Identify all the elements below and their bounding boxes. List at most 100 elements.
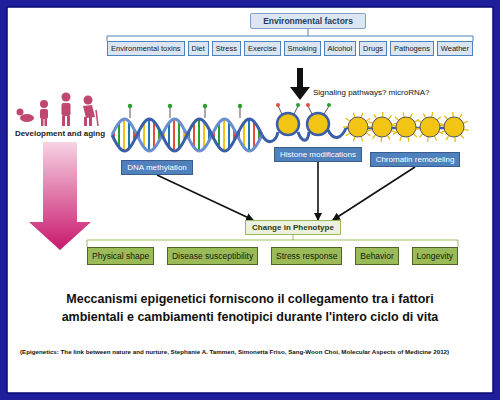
- histone-tail: [392, 123, 397, 124]
- histone-tail: [391, 125, 396, 127]
- histone-tail: [434, 136, 436, 140]
- base-pair: [148, 119, 150, 151]
- histone-tail: [353, 137, 355, 142]
- box-text: Weather: [441, 42, 469, 55]
- histone-tail: [461, 135, 464, 139]
- base-pair: [123, 119, 125, 151]
- histone-tail: [427, 137, 429, 142]
- histone-tail: [440, 131, 445, 133]
- histone-tail: [439, 124, 444, 125]
- phenotype-box: Physical shape: [87, 247, 154, 265]
- mechanism-box: Histone modifications: [274, 147, 362, 162]
- histone-tail: [463, 121, 468, 123]
- histone-tail: [381, 137, 382, 142]
- citation: (Epigenetics: The link between nature an…: [20, 348, 449, 355]
- base-pair: [193, 123, 195, 148]
- connector-arrow: [157, 175, 253, 220]
- dna-helix: [112, 104, 262, 151]
- factor-box: Smoking: [284, 41, 321, 56]
- base-pair: [178, 121, 180, 148]
- base-pair: [248, 119, 250, 151]
- phenotype-header-box: Change in Phenotype: [245, 220, 341, 235]
- box-text: Environmental factors: [263, 14, 353, 28]
- people-icons: [17, 93, 99, 127]
- box-text: Change in Phenotype: [252, 221, 334, 234]
- base-pair: [203, 121, 205, 148]
- box-text: Diet: [192, 42, 205, 55]
- histone-tail: [410, 113, 412, 118]
- histone-tail: [361, 113, 363, 118]
- methyl-mark: [203, 104, 207, 108]
- box-text: Smoking: [288, 42, 317, 55]
- base-pair: [198, 119, 200, 151]
- phenotype-box: Disease susceptibility: [167, 247, 258, 265]
- histone-tail: [464, 129, 469, 130]
- histone-tail: [346, 133, 350, 136]
- histone-tail: [374, 114, 377, 118]
- factor-box: Pathogens: [390, 41, 434, 56]
- methyl-pin: [130, 108, 131, 118]
- base-pair: [253, 121, 255, 148]
- base-pair: [153, 121, 155, 148]
- nucleosome: [348, 117, 368, 137]
- histone-tail: [400, 136, 402, 141]
- box-text: Disease susceptibility: [172, 248, 253, 264]
- factor-box: Exercise: [244, 41, 281, 56]
- nucleosome: [444, 117, 464, 137]
- histone-tail: [395, 117, 399, 120]
- development-arrow: [29, 142, 91, 250]
- signal-arrow: [290, 68, 310, 100]
- box-text: Pathogens: [394, 42, 430, 55]
- box-text: Stress: [216, 42, 237, 55]
- factor-box: Drugs: [359, 41, 387, 56]
- nucleosomes: [262, 103, 346, 142]
- histone-tail: [388, 115, 391, 119]
- factor-box: Alcohol: [324, 41, 357, 56]
- panel: [7, 7, 493, 393]
- histone-tail: [454, 137, 456, 142]
- box-text: Chromatin remodeling: [376, 153, 455, 166]
- box-text: Alcohol: [328, 42, 353, 55]
- histone-tail: [366, 118, 370, 121]
- box-text: Stress response: [276, 248, 337, 264]
- factor-bracket: [107, 29, 473, 41]
- histone-tail: [367, 130, 372, 131]
- nucleosome: [372, 117, 392, 137]
- histone-tail: [444, 116, 447, 120]
- base-pair: [128, 121, 130, 148]
- connector-arrow: [333, 167, 415, 220]
- phenotype-bracket: [87, 235, 458, 247]
- histone-tail: [446, 136, 449, 140]
- methyl-pin: [205, 108, 206, 118]
- methyl-mark: [128, 104, 132, 108]
- histone-tail: [387, 135, 390, 139]
- histone-tail: [343, 126, 348, 127]
- histone-tail: [415, 128, 420, 130]
- box-text: Physical shape: [92, 248, 149, 264]
- factor-box: Weather: [437, 41, 473, 56]
- histone-tail: [361, 137, 363, 142]
- histone-tail: [431, 112, 433, 117]
- dna-strand: [112, 119, 262, 151]
- nucleosome: [420, 117, 440, 137]
- histone-tail: [353, 113, 355, 118]
- base-pair: [243, 123, 245, 148]
- header-box: Environmental factors: [250, 13, 366, 29]
- histone-tail: [391, 131, 396, 133]
- histone-tail: [368, 122, 373, 124]
- base-pair: [173, 119, 175, 151]
- histone-tail: [437, 117, 441, 120]
- axis-label: Development and aging: [15, 129, 105, 138]
- pathway-note: Signaling pathways? microRNA?: [313, 88, 430, 97]
- histone-tail: [417, 120, 421, 122]
- mechanism-box: DNA methylation: [121, 160, 193, 175]
- nucleosome: [396, 117, 416, 137]
- box-text: Drugs: [363, 42, 383, 55]
- box-text: Behavior: [360, 248, 394, 264]
- factor-box: Environmental toxins: [107, 41, 185, 56]
- histone-tail: [459, 114, 462, 118]
- methyl-mark: [238, 104, 242, 108]
